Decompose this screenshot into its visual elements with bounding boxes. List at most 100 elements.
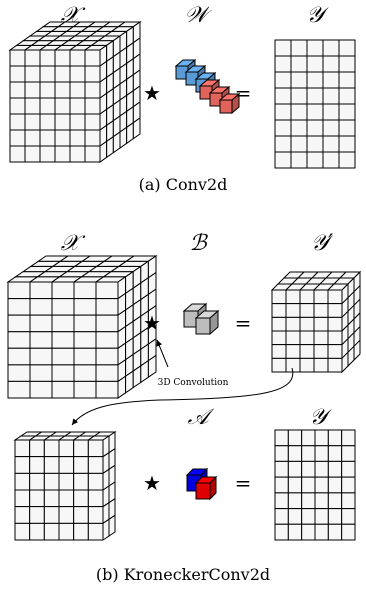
cube-front-cell: [322, 55, 340, 73]
tensor-y-prime-cube: [270, 270, 362, 374]
cube-front-cell: [29, 522, 45, 541]
cube-front-cell: [306, 39, 324, 57]
cube-front-cell: [327, 460, 343, 478]
cube-front-cell: [87, 472, 104, 491]
tensor-y-label: 𝒴: [306, 3, 329, 28]
cube-front-cell: [69, 113, 86, 131]
cube-front-cell: [87, 489, 104, 508]
cube-front-cell: [274, 151, 292, 169]
tensor-y-grid: [274, 429, 356, 541]
cube-front-cell: [84, 129, 101, 147]
cube-front-cell: [338, 103, 356, 121]
cube-front-cell: [322, 103, 340, 121]
cube-front-cell: [322, 135, 340, 153]
tensor-y-grid: [274, 39, 356, 169]
cube-front-cell: [73, 298, 97, 316]
cube-front-cell: [87, 439, 104, 458]
cube-front-cell: [313, 303, 329, 318]
cube-front-cell: [274, 71, 292, 89]
cube-front-cell: [43, 506, 60, 524]
cube-front-cell: [327, 289, 343, 305]
cube-front-cell: [306, 119, 324, 137]
cube-front-cell: [338, 87, 356, 105]
cube-front-cell: [301, 460, 316, 478]
cube-front-cell: [338, 119, 356, 137]
cube-front-cell: [290, 39, 308, 57]
cube-front-cell: [341, 492, 356, 510]
cube-front-cell: [327, 492, 343, 510]
cube-front-cell: [69, 97, 86, 115]
cube-front-cell: [285, 289, 301, 305]
cube-front-cell: [285, 330, 301, 346]
cube-front-cell: [341, 476, 356, 494]
cube-front-cell: [39, 49, 56, 67]
cube-front-cell: [314, 476, 329, 494]
cube-front-cell: [84, 81, 101, 99]
cube-front-cell: [39, 129, 56, 147]
cube-front-cell: [327, 357, 343, 373]
cube-front-cell: [43, 456, 60, 474]
cube-front-cell: [39, 113, 56, 131]
cube-front-cell: [29, 331, 53, 349]
cube-front-cell: [314, 445, 329, 462]
cube-front-cell: [73, 472, 89, 491]
kernel-w-label: 𝒲: [184, 3, 212, 28]
cube-front-cell: [73, 439, 89, 458]
conv-operator-star: ★: [143, 471, 161, 495]
annotation-3d-convolution: 3D Convolution: [158, 378, 229, 388]
cube-front-cell: [84, 145, 101, 163]
cube-front-cell: [73, 281, 97, 300]
cube-front-cell: [73, 314, 97, 333]
cube-front-cell: [95, 298, 119, 316]
cube-front-cell: [9, 81, 26, 99]
cube-front-cell: [287, 476, 303, 494]
cube-front-cell: [322, 39, 340, 57]
cube-front-cell: [29, 380, 53, 399]
cube-front-cell: [9, 145, 26, 163]
cube-front-cell: [9, 97, 26, 115]
cube-front-cell: [299, 316, 315, 332]
cube-front-cell: [58, 489, 75, 508]
cube-front-cell: [14, 439, 31, 458]
cube-front-cell: [95, 380, 119, 399]
cube-front-cell: [341, 523, 356, 541]
cube-front-cell: [301, 492, 316, 510]
cube-front-cell: [287, 523, 303, 541]
cube-front-cell: [313, 344, 329, 359]
cube-side-cell: [132, 117, 141, 140]
caption-b: (b) KroneckerConv2d: [95, 565, 271, 584]
cube-front-cell: [287, 460, 303, 478]
block-front: [195, 317, 211, 335]
cube-front-cell: [271, 344, 287, 359]
cube-front-cell: [274, 135, 292, 153]
cube-front-cell: [306, 55, 324, 73]
cube-front-cell: [58, 456, 75, 474]
cube-front-cell: [24, 65, 41, 83]
cube-front-cell: [274, 460, 289, 478]
cube-front-cell: [274, 508, 289, 525]
cube-front-cell: [73, 522, 89, 541]
cube-front-cell: [73, 489, 89, 508]
cube-front-cell: [87, 506, 104, 524]
panel-b-top: 𝒳 ★ ℬ = 𝒴′ 3D Convolution: [6, 231, 362, 426]
cube-front-cell: [299, 289, 315, 305]
cube-front-cell: [51, 331, 75, 349]
cube-front-cell: [338, 151, 356, 169]
cube-front-cell: [338, 71, 356, 89]
cube-front-cell: [51, 314, 75, 333]
cube-front-cell: [54, 49, 71, 67]
cube-front-cell: [338, 135, 356, 153]
cube-front-cell: [9, 49, 26, 67]
cube-front-cell: [322, 71, 340, 89]
cube-front-cell: [39, 65, 56, 83]
cube-front-cell: [24, 81, 41, 99]
cube-front-cell: [314, 492, 329, 510]
cube-front-cell: [84, 97, 101, 115]
cube-front-cell: [73, 506, 89, 524]
cube-side-cell: [147, 354, 157, 379]
kernel-b-blocks: [182, 302, 220, 336]
cube-front-cell: [338, 55, 356, 73]
tensor-y-label: 𝒴: [309, 405, 332, 430]
cube-front-cell: [24, 113, 41, 131]
tensor-y-prime-label: 𝒴′: [311, 231, 334, 256]
